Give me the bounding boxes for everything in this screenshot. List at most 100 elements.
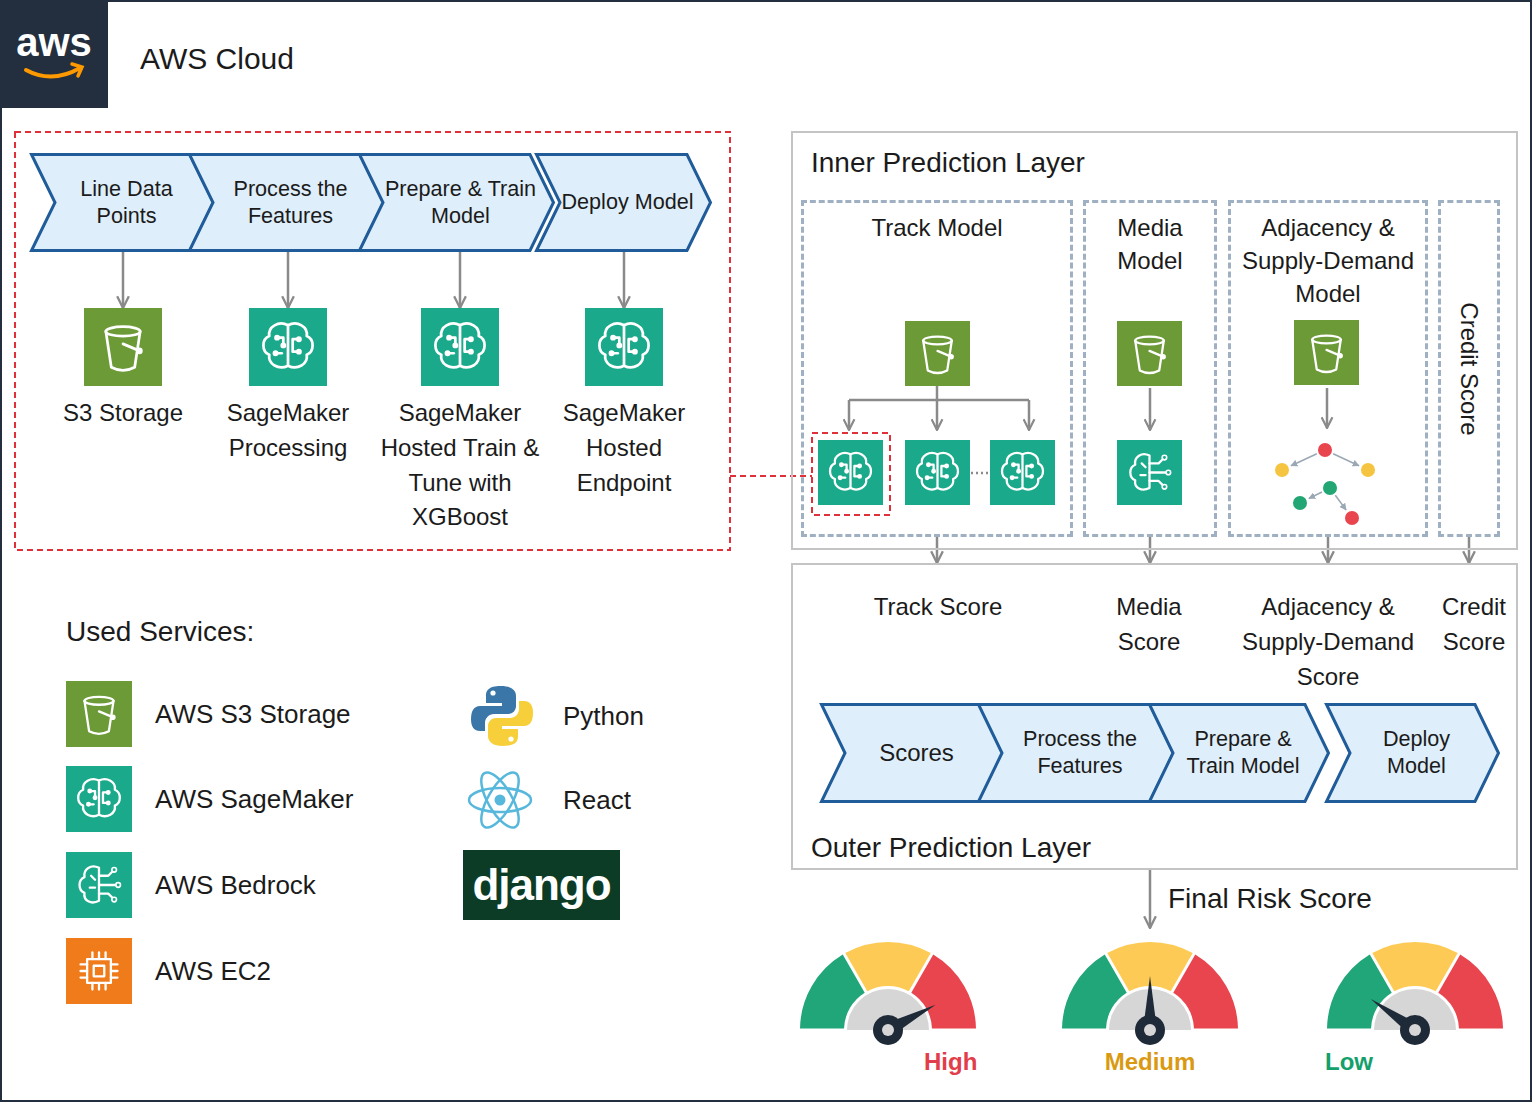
icon-dot [845, 470, 848, 473]
icon-stroke [99, 884, 116, 886]
icon-stroke [81, 970, 88, 972]
legend-title: Used Services: [66, 612, 366, 653]
icon-stroke [1150, 351, 1162, 356]
legend-entry: AWS EC2 [66, 938, 355, 1004]
s3-icon [905, 321, 970, 386]
process-chevron: Deploy Model [535, 153, 712, 252]
django-logo: django [463, 850, 620, 920]
icon-stroke [78, 779, 120, 816]
node-label: Credit Score [1455, 302, 1483, 435]
highlight-link [730, 475, 812, 477]
icon-dot [1030, 475, 1033, 478]
icon-tile [905, 321, 970, 386]
icon-stroke [98, 781, 100, 815]
icon-dot [1030, 464, 1033, 467]
icon-stroke [1150, 481, 1163, 485]
icon-stroke [936, 454, 938, 488]
service-icon: SageMaker Hosted Endpoint [544, 308, 704, 500]
icon-stroke [84, 697, 113, 705]
react-logo [469, 767, 531, 833]
icon-glyph [1002, 453, 1043, 489]
legend-swatch [470, 684, 534, 748]
graphic-part [488, 701, 533, 746]
sm-icon [585, 308, 663, 386]
icon-dot [633, 337, 637, 341]
icon-stroke [599, 324, 648, 368]
flow-line [848, 400, 851, 430]
icon-stroke [1150, 471, 1166, 473]
legend-swatch [66, 938, 132, 1004]
aws-smile [26, 68, 80, 77]
service-icon: S3 Storage [43, 308, 203, 431]
icon-glyph [599, 324, 648, 368]
model-box: Media Model [1083, 200, 1217, 537]
risk-level: Low [1325, 1048, 1373, 1076]
sm-icon [421, 308, 499, 386]
icon-stroke [1140, 474, 1145, 476]
gauge-hub [873, 1015, 903, 1045]
icon-dot [469, 350, 473, 354]
model-box: Track Model [801, 200, 1073, 537]
icon-stroke [263, 324, 312, 368]
flow-arrow [1149, 537, 1152, 563]
flow-arrow [122, 252, 125, 308]
graph-link [1333, 454, 1359, 466]
model-box: Adjacency & Supply-Demand Model [1228, 200, 1428, 537]
flow-arrow [623, 252, 626, 308]
icon-dot [469, 337, 473, 341]
icon-dot [858, 464, 861, 467]
icon-dot [1012, 463, 1015, 466]
icon-dot [447, 336, 451, 340]
flow-arrow [1468, 537, 1471, 563]
icon-glyph [1312, 336, 1342, 372]
icon-tile [1294, 320, 1359, 385]
icon-tile [990, 440, 1055, 505]
node-label: AWS Cloud [140, 42, 294, 76]
process-chevron: Process the Features [977, 703, 1175, 803]
legend-swatch [66, 681, 132, 747]
icon-dot [633, 350, 637, 354]
icon-tile [421, 308, 499, 386]
gauge-dial [1060, 928, 1240, 1058]
node-label: Media Model [1086, 203, 1214, 277]
icon-stroke [81, 976, 88, 978]
icon-dot [88, 789, 91, 792]
score-label: Media Score [1089, 590, 1209, 660]
icon-dot [945, 475, 948, 478]
icon-dot [1010, 476, 1013, 479]
graph-link [1335, 495, 1346, 510]
graph-dot [1361, 463, 1375, 477]
icon-glyph [263, 324, 312, 368]
gauge-dial [798, 928, 978, 1058]
icon-stroke [830, 453, 871, 489]
icon-dot [1338, 354, 1342, 358]
icon-stroke [938, 351, 950, 356]
icon-glyph [917, 453, 958, 489]
icon-glyph [435, 324, 484, 368]
sm-icon [990, 440, 1055, 505]
icon-dot [275, 336, 279, 340]
icon-stroke [91, 953, 93, 960]
legend-swatch [66, 852, 132, 918]
icon-dot [617, 343, 621, 347]
icon-dot [111, 715, 115, 719]
graph-dot [1275, 463, 1289, 477]
icon-stroke [106, 331, 140, 370]
icon-stroke [91, 876, 95, 880]
graphic-part [469, 788, 531, 812]
graphic-part [495, 795, 506, 806]
gauge-body [800, 942, 976, 1045]
gauge-hub [1135, 1015, 1165, 1045]
step-label: Process the Features [977, 726, 1175, 780]
icon-stroke [917, 453, 958, 489]
service-tile [249, 308, 327, 386]
icon-dot [281, 343, 285, 347]
icon-dot [1017, 470, 1020, 473]
icon-dot [611, 336, 615, 340]
icon-dot [93, 796, 96, 799]
gauge-hub [1400, 1015, 1430, 1045]
icon-stroke [99, 894, 112, 898]
legend-label: AWS EC2 [155, 938, 271, 1004]
